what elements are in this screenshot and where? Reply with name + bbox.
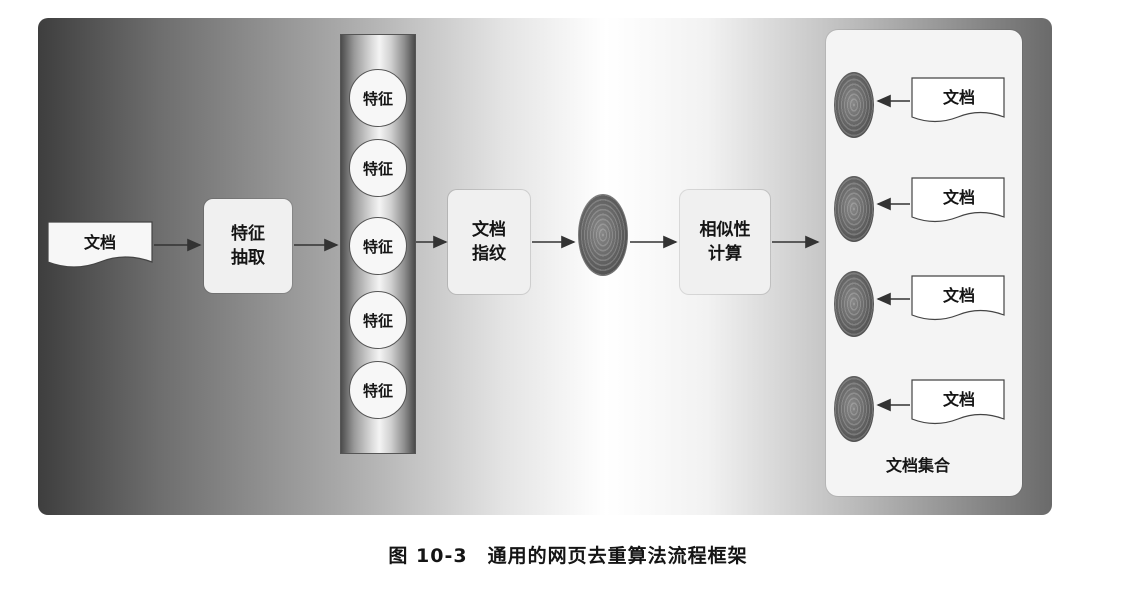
figure-caption: 图 10-3 通用的网页去重算法流程框架 [388, 545, 748, 567]
feature-extraction-box: 特征 抽取 [204, 199, 292, 293]
document-fingerprint-box: 文档 指纹 [448, 190, 530, 294]
fingerprint-icon [834, 176, 874, 242]
feature-circle: 特征 [349, 139, 407, 197]
feature-circle: 特征 [349, 69, 407, 127]
feature-column: 特征 特征 特征 特征 特征 [340, 34, 416, 454]
fingerprint-icon [834, 271, 874, 337]
feature-circle: 特征 [349, 291, 407, 349]
collection-doc-label: 文档 [942, 88, 975, 107]
collection-doc-label: 文档 [942, 188, 975, 207]
collection-doc-label: 文档 [942, 286, 975, 305]
feature-circle: 特征 [349, 217, 407, 275]
document-collection-label: 文档集合 [885, 456, 950, 475]
similarity-calculation-box: 相似性 计算 [680, 190, 770, 294]
feature-circle: 特征 [349, 361, 407, 419]
collection-doc-label: 文档 [942, 390, 975, 409]
fingerprint-icon [834, 72, 874, 138]
input-document-label: 文档 [83, 233, 116, 252]
fingerprint-icon [834, 376, 874, 442]
fingerprint-icon [578, 194, 628, 276]
input-document-shape [47, 221, 153, 268]
